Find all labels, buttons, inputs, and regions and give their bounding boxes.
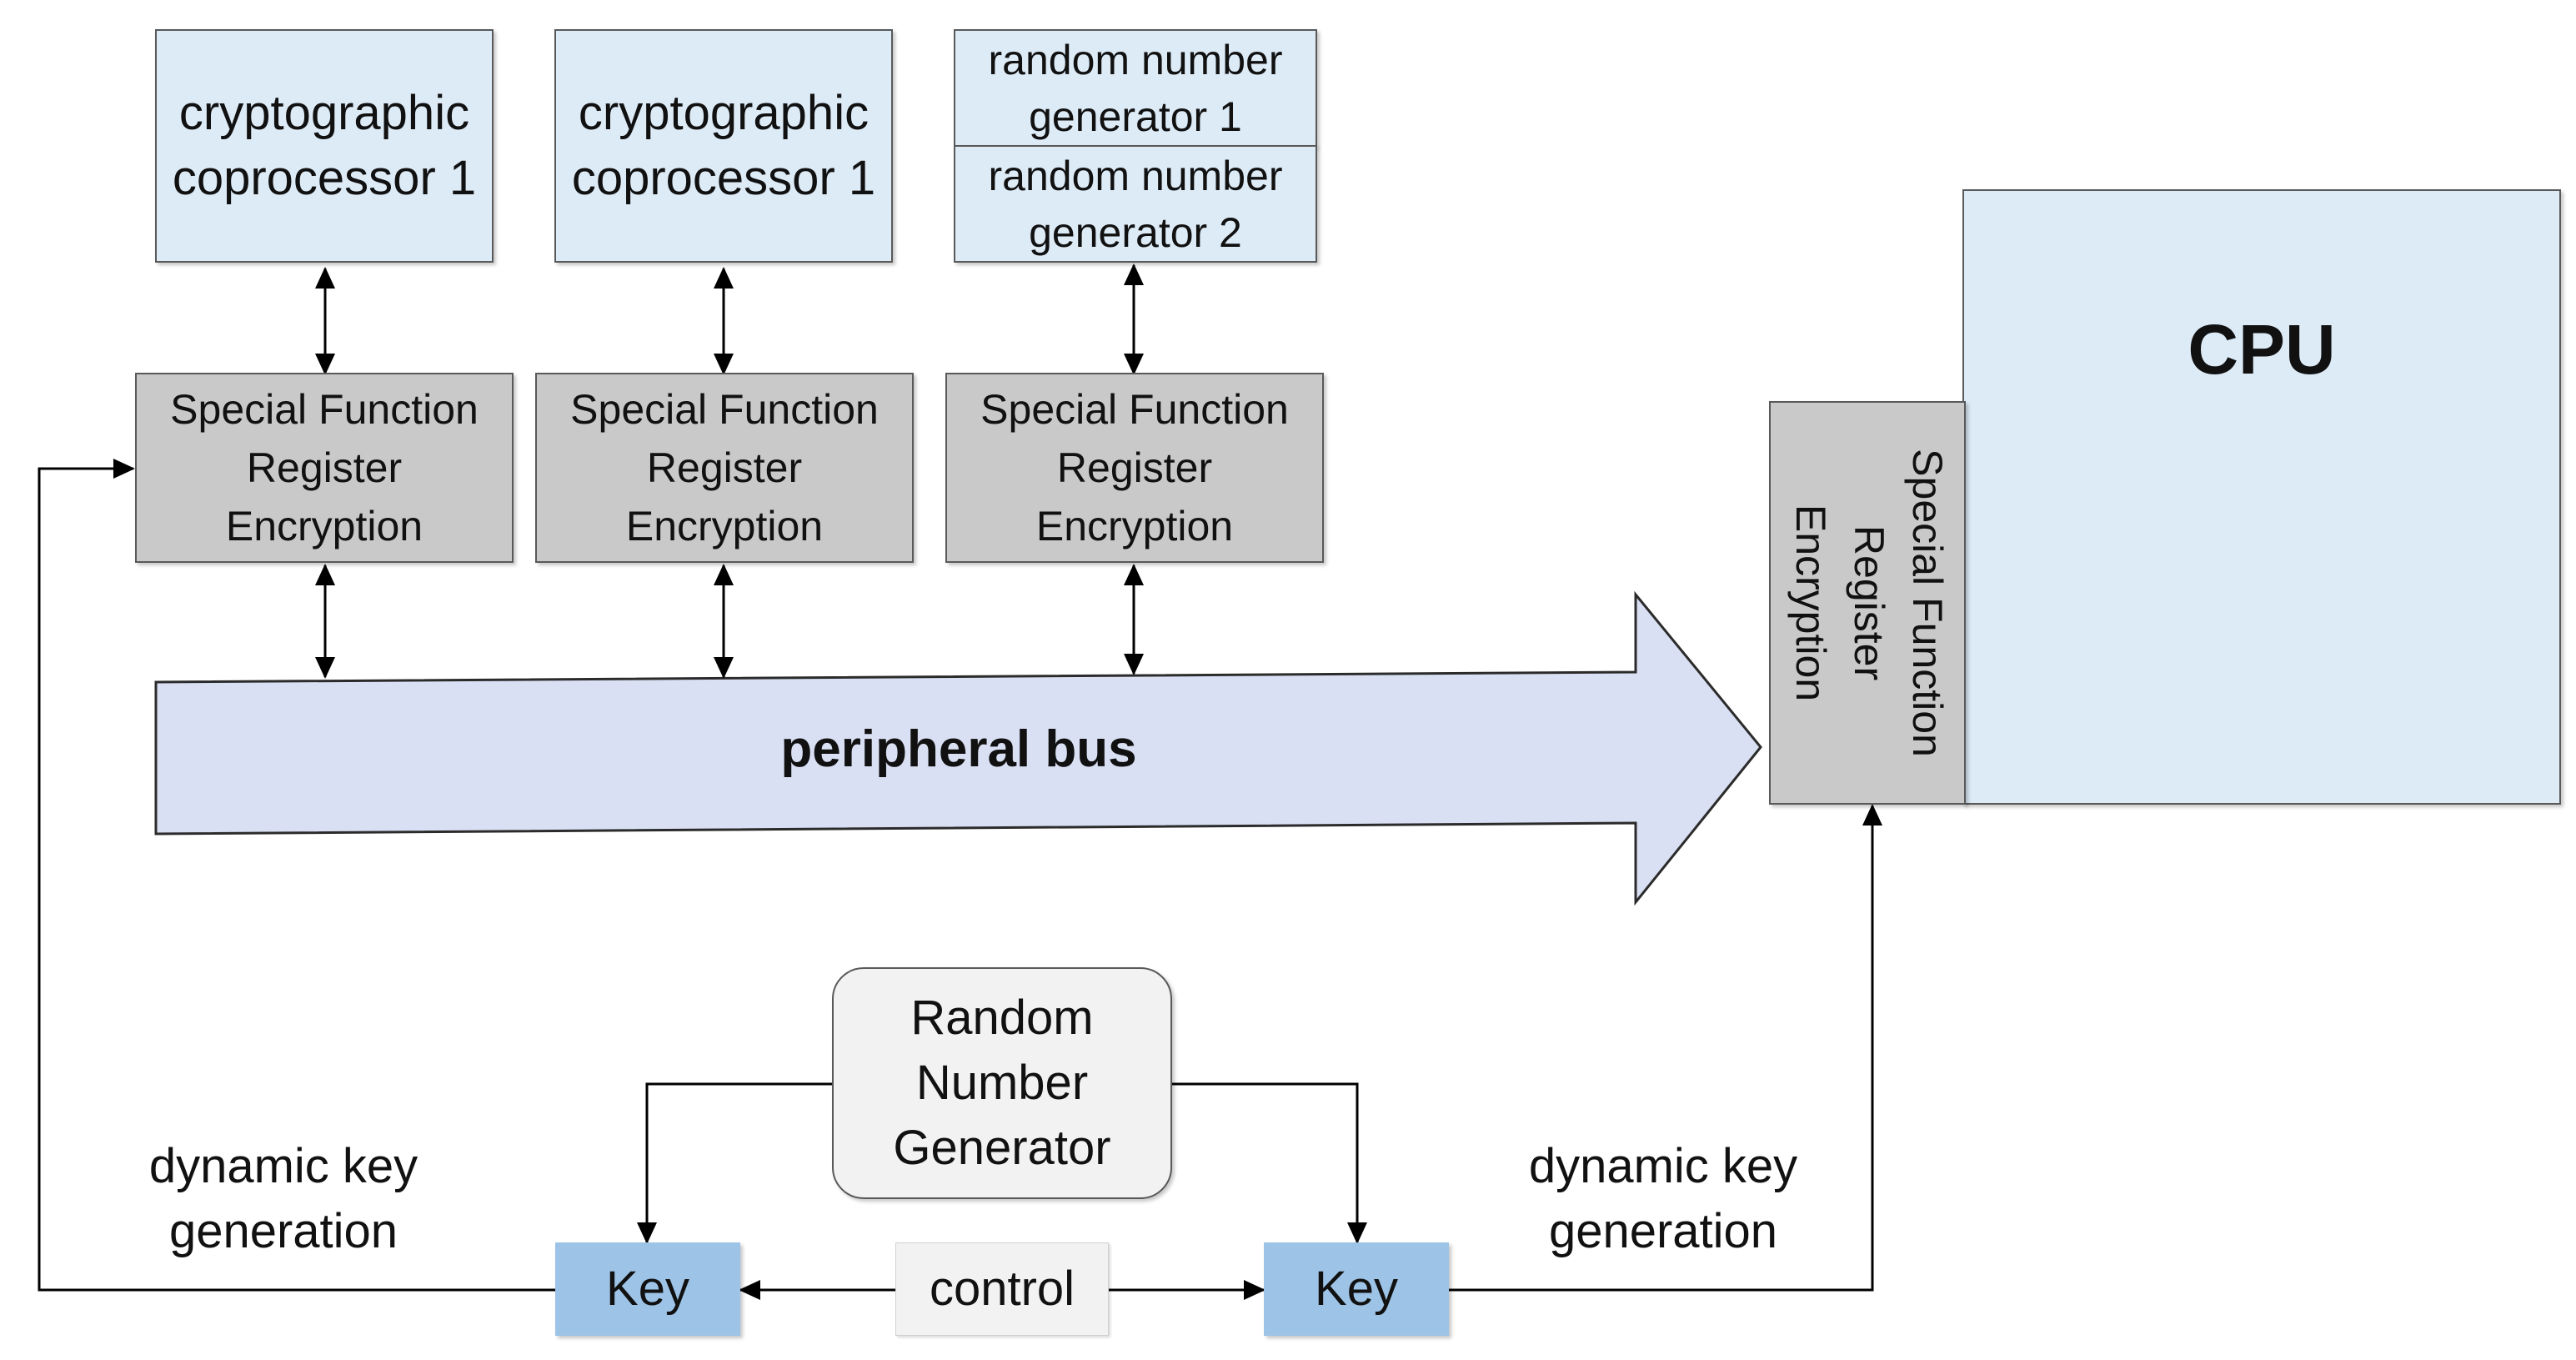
cpu-sfr-label: Special Function Register Encryption — [1773, 403, 1965, 803]
dynamic-key-generation-label-left: dynamic key generation — [148, 1139, 418, 1258]
sfr-encryption-block-2: Special Function Register Encryption — [535, 373, 914, 563]
cpu-sfr-encryption-block: Special Function Register Encryption — [1769, 401, 1966, 805]
coprocessor-block-1: cryptographic coprocessor 1 — [155, 29, 494, 263]
sfr-encryption-block-1: Special Function Register Encryption — [135, 373, 514, 563]
random-number-generator-label: Random Number Generator — [893, 991, 1111, 1175]
rng-2-label: random number generator 2 — [988, 152, 1283, 256]
sfr-label-3: Special Function Register Encryption — [980, 386, 1289, 550]
sfr-label-2: Special Function Register Encryption — [570, 386, 879, 550]
random-number-generator-1-block: random number generator 1 — [954, 29, 1317, 147]
random-number-generator-2-block: random number generator 2 — [954, 145, 1317, 263]
cpu-block: CPU — [1962, 189, 2561, 805]
cpu-sfr-label-text: Special Function Register Encryption — [1787, 449, 1951, 757]
key-block-left: Key — [555, 1242, 740, 1336]
rng-1-label: random number generator 1 — [988, 36, 1283, 140]
coprocessor-label-1: cryptographic coprocessor 1 — [172, 86, 477, 205]
sfr-encryption-block-3: Special Function Register Encryption — [945, 373, 1324, 563]
connector-key2-to-cpu-sfr — [1447, 804, 1882, 1292]
connector-rng-to-key1 — [637, 1082, 832, 1244]
dynamic-key-generation-label-right: dynamic key generation — [1528, 1139, 1798, 1258]
key-label-left: Key — [606, 1262, 689, 1316]
sfr-label-1: Special Function Register Encryption — [170, 386, 479, 550]
random-number-generator-block: Random Number Generator — [832, 967, 1172, 1199]
control-block: control — [895, 1242, 1109, 1336]
key-label-right: Key — [1315, 1262, 1398, 1316]
connector-key1-to-sfr1 — [38, 459, 555, 1292]
key-block-right: Key — [1264, 1242, 1449, 1336]
peripheral-bus-label: peripheral bus — [780, 720, 1137, 778]
coprocessor-block-2: cryptographic coprocessor 1 — [554, 29, 893, 263]
connector-rng-to-key2 — [1172, 1082, 1367, 1244]
peripheral-bus-arrow — [154, 590, 1762, 906]
coprocessor-label-2: cryptographic coprocessor 1 — [571, 86, 876, 205]
control-label: control — [929, 1262, 1075, 1316]
cpu-label: CPU — [2188, 310, 2336, 389]
